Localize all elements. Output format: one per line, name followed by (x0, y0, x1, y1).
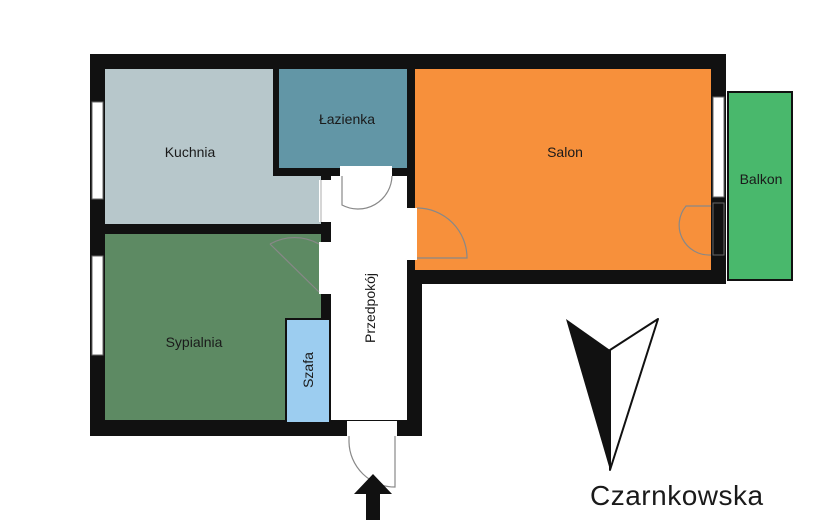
room-przedpokoj (331, 176, 407, 420)
entrance-arrow-icon (354, 474, 392, 520)
room-balkon (727, 91, 793, 281)
street-name: Czarnkowska (590, 480, 764, 511)
room-salon (415, 69, 711, 270)
label-kuchnia: Kuchnia (165, 144, 216, 160)
label-sypialnia: Sypialnia (166, 334, 223, 350)
label-szafa: Szafa (300, 352, 316, 388)
room-szafa (285, 318, 331, 424)
label-przedpokoj: Przedpokój (362, 273, 378, 343)
windows (91, 96, 725, 356)
label-lazienka: Łazienka (319, 111, 375, 127)
door-swings (269, 166, 712, 488)
label-balkon: Balkon (740, 171, 783, 187)
room-kuchnia-ext (273, 176, 321, 224)
north-arrow-icon (566, 318, 659, 471)
room-kuchnia (105, 69, 273, 224)
room-lazienka (279, 69, 407, 168)
label-salon: Salon (547, 144, 583, 160)
